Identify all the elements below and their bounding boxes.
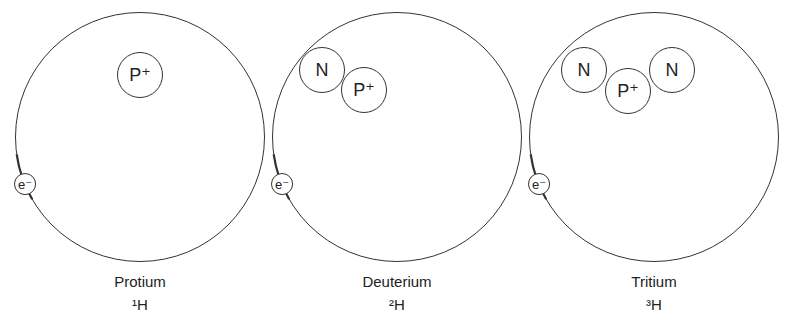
proton: P⁺ (341, 67, 387, 113)
particle-label: e⁻ (18, 178, 32, 191)
atom-model: Protium¹H P⁺ e⁻ (15, 12, 265, 322)
isotope-symbol: ²H (272, 293, 522, 316)
electron: e⁻ (14, 173, 36, 195)
atom-model: Tritium³H N P⁺ Ne⁻ (529, 12, 779, 322)
isotope-name: Tritium (529, 270, 779, 293)
orbit-circle (16, 13, 265, 262)
orbit-circle (530, 13, 779, 262)
neutron: N (561, 47, 607, 93)
particle-label: e⁻ (275, 178, 289, 191)
electron: e⁻ (271, 173, 293, 195)
isotope-symbol: ³H (529, 293, 779, 316)
particle-label: P⁺ (353, 81, 375, 99)
proton: P⁺ (117, 52, 163, 98)
neutron-circle (300, 48, 345, 93)
particle-label: N (578, 61, 591, 79)
electron-circle (271, 173, 292, 194)
isotope-caption: Deuterium²H (272, 270, 522, 316)
atom-model: Deuterium²H N P⁺ e⁻ (272, 12, 522, 322)
isotope-caption: Protium¹H (15, 270, 265, 316)
electron-circle (528, 173, 549, 194)
neutron-circle (650, 48, 695, 93)
proton: P⁺ (605, 68, 651, 114)
electron: e⁻ (528, 173, 550, 195)
particle-label: e⁻ (532, 178, 546, 191)
isotope-name: Protium (15, 270, 265, 293)
isotope-caption: Tritium³H (529, 270, 779, 316)
proton-circle (342, 68, 387, 113)
particle-label: P⁺ (129, 66, 151, 84)
orbit-outline (529, 12, 779, 262)
orbit-circle (273, 13, 522, 262)
particle-label: N (666, 61, 679, 79)
proton-circle (606, 69, 651, 114)
neutron: N (299, 47, 345, 93)
orbit-outline (272, 12, 522, 262)
isotope-symbol: ¹H (15, 293, 265, 316)
isotope-name: Deuterium (272, 270, 522, 293)
electron-circle (14, 173, 35, 194)
particle-label: N (316, 61, 329, 79)
neutron: N (649, 47, 695, 93)
neutron-circle (562, 48, 607, 93)
proton-circle (118, 53, 163, 98)
particle-label: P⁺ (617, 82, 639, 100)
orbit-outline (15, 12, 265, 262)
